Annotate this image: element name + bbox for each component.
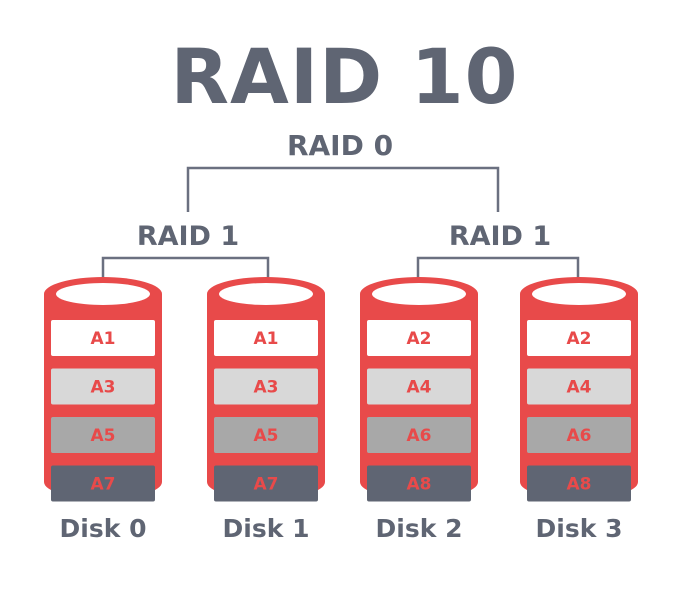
disk-block: A2 (527, 320, 631, 356)
disk-block-band (51, 368, 155, 405)
disk-block-label: A2 (407, 329, 432, 349)
disk-2-label: Disk 2 (375, 514, 463, 543)
disk-3-label: Disk 3 (535, 514, 623, 543)
cylinder-top (56, 283, 150, 305)
cylinder-top (219, 283, 313, 305)
disk-block-label: A2 (567, 329, 592, 349)
disk-block-label: A3 (254, 378, 279, 398)
raid0-label: RAID 0 (286, 129, 394, 162)
disk-block: A5 (51, 417, 155, 453)
disk-block-band (51, 320, 155, 356)
disk-block-band (367, 465, 471, 502)
disk-block: A1 (214, 320, 318, 356)
disk-block: A7 (214, 465, 318, 502)
disk-block-label: A4 (407, 378, 432, 398)
disk-block-label: A4 (567, 378, 592, 398)
disk-block-label: A6 (407, 426, 432, 446)
disk-block-label: A8 (407, 475, 432, 495)
disk-0-label: Disk 0 (59, 514, 147, 543)
cylinder-top (372, 283, 466, 305)
disk-block-band (214, 320, 318, 356)
disk-block: A3 (214, 368, 318, 405)
disk-block: A4 (367, 368, 471, 405)
disk-block-label: A5 (254, 426, 279, 446)
disk-block: A2 (367, 320, 471, 356)
disk-block-label: A7 (91, 475, 116, 495)
raid1-label-left: RAID 1 (136, 221, 240, 252)
disk-block: A8 (367, 465, 471, 502)
disk-block: A4 (527, 368, 631, 405)
disk-block-label: A3 (91, 378, 116, 398)
disk-block-band (527, 417, 631, 453)
disk-block-label: A5 (91, 426, 116, 446)
disk-block-band (367, 320, 471, 356)
disk-block-label: A8 (567, 475, 592, 495)
raid1-label-right: RAID 1 (448, 221, 552, 252)
disk-block-band (51, 465, 155, 502)
disk-block-band (527, 368, 631, 405)
disk-block: A1 (51, 320, 155, 356)
disk-block: A8 (527, 465, 631, 502)
disk-block-band (527, 320, 631, 356)
disk-block-band (214, 368, 318, 405)
disk-block-label: A1 (254, 329, 279, 349)
raid1-left-connector (101, 256, 270, 296)
disk-block: A5 (214, 417, 318, 453)
disk-block-label: A1 (91, 329, 116, 349)
raid0-connector (186, 166, 500, 212)
disk-block-label: A6 (567, 426, 592, 446)
disk-block-band (214, 417, 318, 453)
disk-block: A7 (51, 465, 155, 502)
cylinder-top (532, 283, 626, 305)
disk-block-band (214, 465, 318, 502)
raid1-right-connector (416, 256, 580, 296)
disk-block: A3 (51, 368, 155, 405)
disk-block-band (367, 368, 471, 405)
disk-block: A6 (367, 417, 471, 453)
disk-1-label: Disk 1 (222, 514, 310, 543)
disk-block-band (367, 417, 471, 453)
disk-block-band (527, 465, 631, 502)
disk-block: A6 (527, 417, 631, 453)
diagram-title: RAID 10 (170, 32, 519, 121)
disk-block-band (51, 417, 155, 453)
disk-block-label: A7 (254, 475, 279, 495)
